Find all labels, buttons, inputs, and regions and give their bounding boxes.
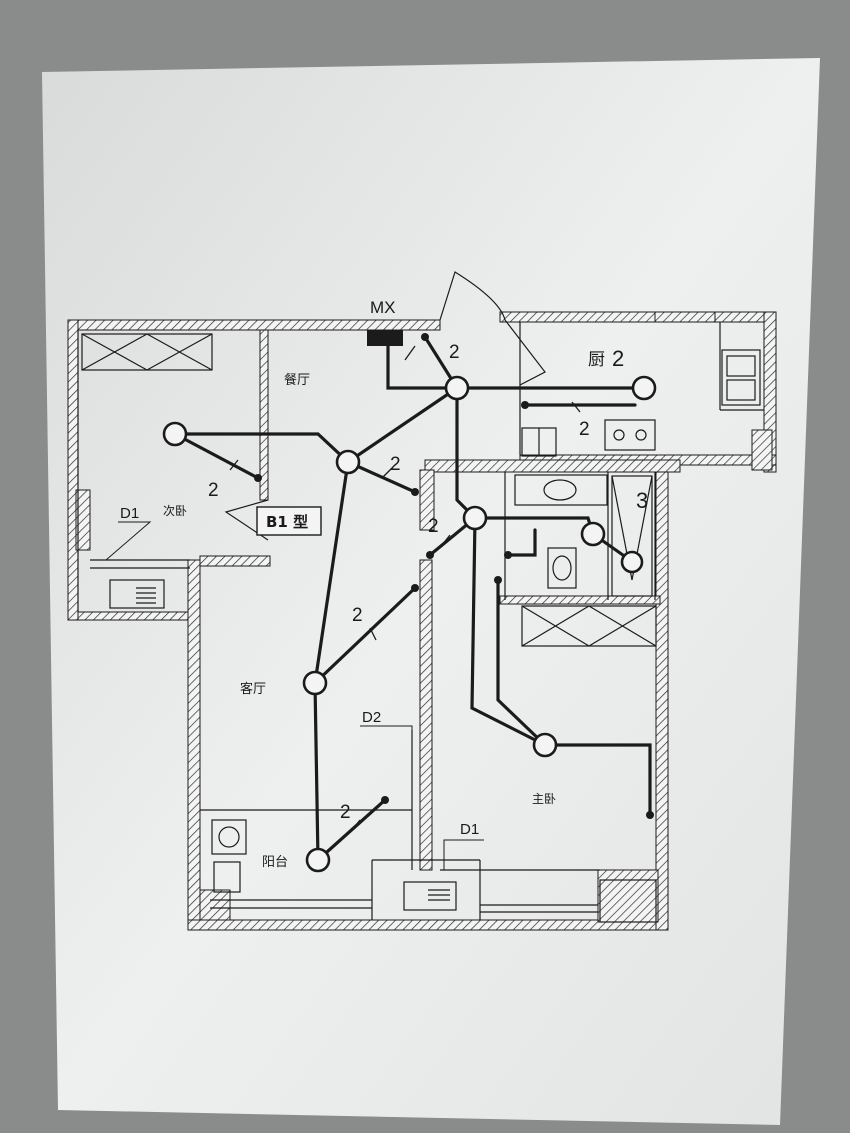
- type-box: [256, 506, 322, 536]
- type-label: B1 型: [266, 513, 308, 531]
- cable-ticks: [229, 345, 581, 831]
- kitchen-number: 2: [612, 346, 624, 371]
- cable-count: 2: [449, 342, 460, 363]
- tag-d1-right-leader: [443, 839, 484, 870]
- junction-kitchen: [631, 375, 657, 401]
- shower: [611, 475, 653, 597]
- balcony-cabinet: [599, 879, 657, 923]
- mx-panel: [367, 330, 403, 346]
- cable-count: 2: [340, 802, 351, 823]
- tag-d2-leader: [360, 725, 413, 800]
- junction-bath-right: [580, 521, 606, 547]
- tag-d2: D2: [362, 709, 381, 726]
- junction-living: [302, 670, 328, 696]
- junction-shower: [620, 550, 644, 574]
- junction-master: [532, 732, 558, 758]
- room-kitchen: 厨: [588, 350, 605, 370]
- room-master-bedroom: 主卧: [532, 792, 556, 806]
- ac-unit-left: [109, 579, 165, 609]
- cable-count: 2: [428, 516, 439, 537]
- wash-basin: [514, 474, 608, 506]
- room-second-bedroom: 次卧: [163, 504, 187, 518]
- tag-d1-left: D1: [120, 505, 139, 522]
- cable-count: 2: [208, 480, 219, 501]
- outlet-points: [254, 333, 654, 819]
- toilet: [547, 547, 577, 589]
- balcony-sink: [213, 861, 241, 893]
- tag-d1-left-leader: [105, 521, 152, 561]
- cable-count: 2: [352, 605, 363, 626]
- junction-entry: [444, 375, 470, 401]
- interior-lines: [77, 271, 764, 920]
- room-living: 客厅: [240, 681, 266, 697]
- junction-boxes: [162, 375, 657, 873]
- room-balcony: 阳台: [262, 855, 288, 870]
- bath-number: 3: [636, 488, 648, 513]
- junction-balcony: [305, 847, 331, 873]
- tag-d1-right: D1: [460, 821, 479, 838]
- fixtures: [81, 333, 761, 923]
- ac-unit-bottom: [403, 881, 457, 911]
- kitchen-sink: [721, 349, 761, 406]
- room-dining: 餐厅: [284, 372, 310, 388]
- junction-dining: [335, 449, 361, 475]
- mx-label: MX: [370, 298, 396, 317]
- cable-count: 2: [579, 419, 590, 440]
- walls: [67, 311, 777, 931]
- washing-machine: [211, 819, 247, 855]
- cable-count: 2: [390, 454, 401, 475]
- junction-second-bedroom: [162, 421, 188, 447]
- junction-bath: [462, 505, 488, 531]
- kitchen-stove: [604, 419, 656, 451]
